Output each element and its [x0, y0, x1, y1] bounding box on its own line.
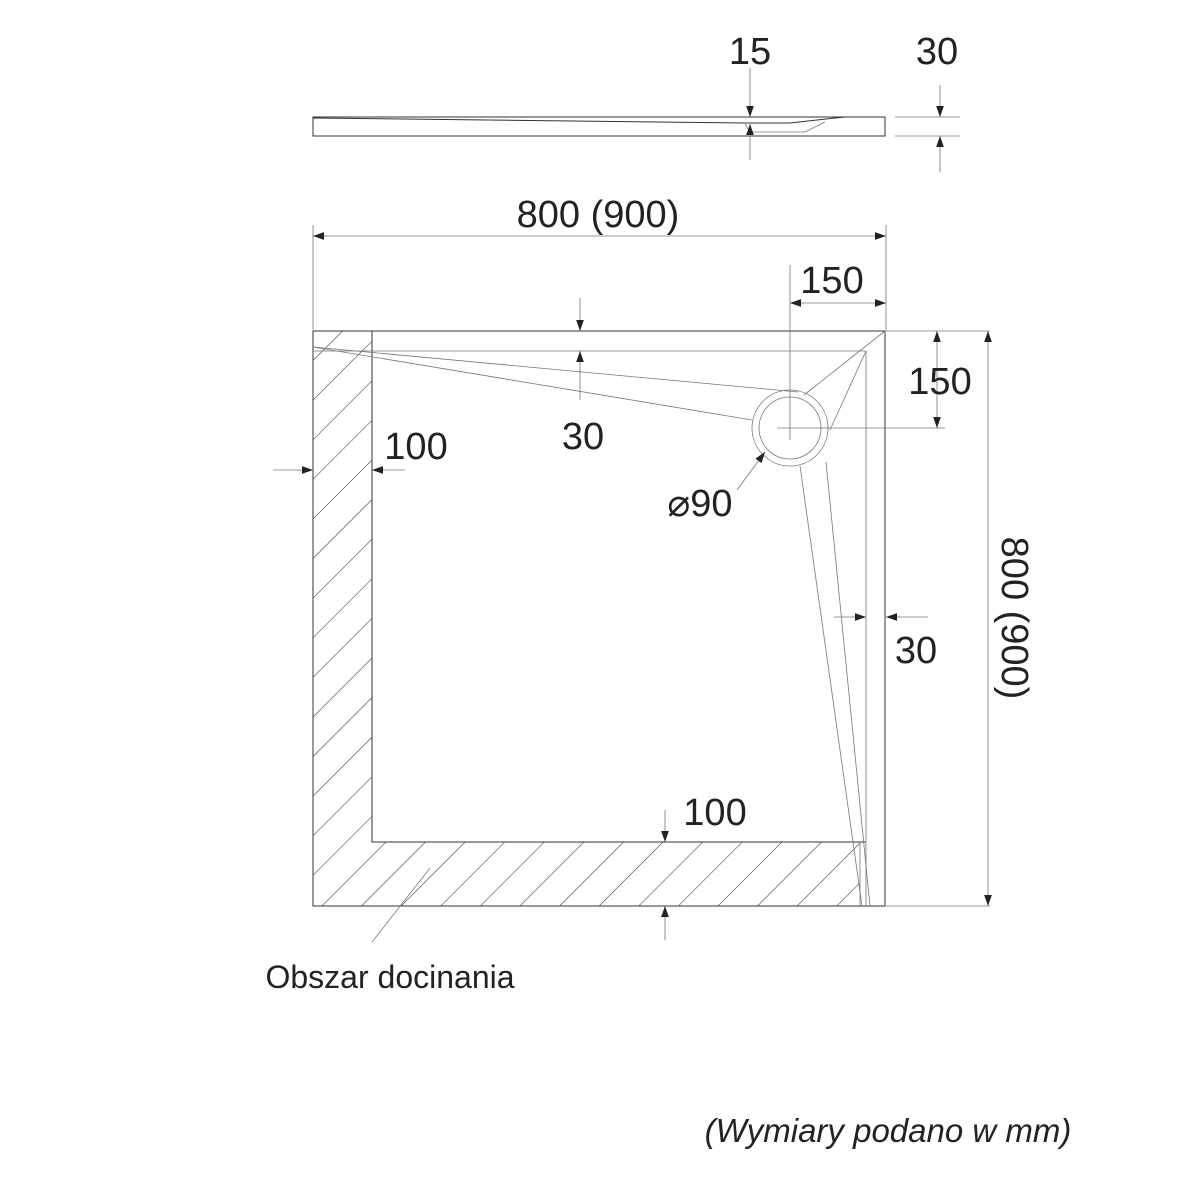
profile-drain-depth-label: 15 [729, 31, 771, 73]
cut-bottom-label: 100 [683, 792, 746, 834]
cut-area-label: Obszar docinania [265, 959, 514, 995]
rim-right-label: 30 [895, 630, 937, 672]
dimensions: 800 (900) 150 150 800 (900) 30 100 ⌀90 3… [273, 194, 1035, 940]
rim-top-label: 30 [562, 416, 604, 458]
cut-area-leader [371, 867, 431, 943]
units-note: (Wymiary podano w mm) [705, 1112, 1072, 1149]
drain-diameter-label: ⌀90 [667, 483, 732, 525]
side-profile: 15 30 [312, 31, 960, 172]
cut-area-hatch [313, 331, 860, 906]
drain-offset-x-label: 150 [800, 260, 863, 302]
cut-left-label: 100 [384, 426, 447, 468]
width-label: 800 (900) [517, 194, 680, 236]
tray-outline [312, 330, 886, 907]
length-label: 800 (900) [993, 537, 1035, 700]
drain-offset-y-label: 150 [908, 361, 971, 403]
plan-view [312, 265, 945, 907]
profile-height-label: 30 [916, 31, 958, 73]
